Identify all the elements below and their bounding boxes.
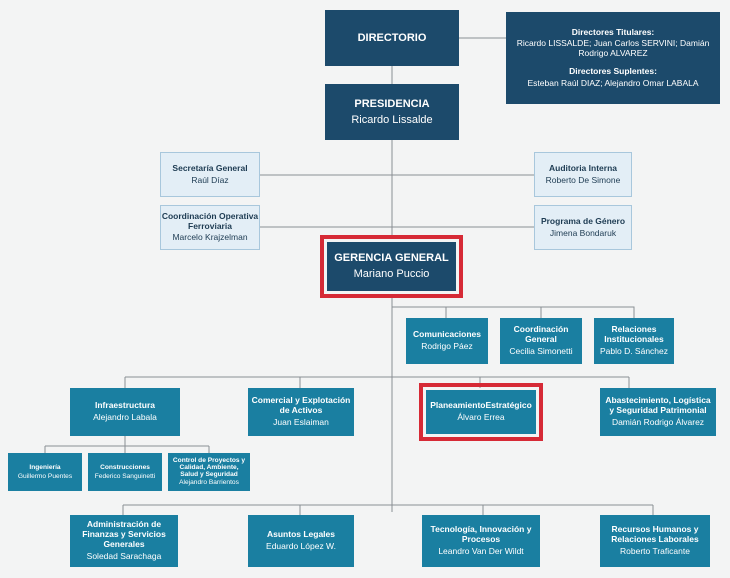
titulares-names: Ricardo LISSALDE; Juan Carlos SERVINI; D… xyxy=(516,38,710,59)
ingenieria-title: Ingeniería xyxy=(29,463,61,471)
administracion-name: Soledad Sarachaga xyxy=(86,550,162,561)
relaciones-institucionales-name: Pablo D. Sánchez xyxy=(599,345,669,356)
asuntos-legales-title: Asuntos Legales xyxy=(266,529,336,540)
administracion-box: Administración de Finanzas y Servicios G… xyxy=(70,515,178,567)
comunicaciones-title: Comunicaciones xyxy=(412,329,482,340)
tecnologia-title: Tecnología, Innovación y Procesos xyxy=(430,524,532,545)
control-proyectos-title: Control de Proyectos y Calidad, Ambiente… xyxy=(172,456,246,478)
comunicaciones-box: Comunicaciones Rodrigo Páez xyxy=(406,318,488,364)
presidencia-box: PRESIDENCIA Ricardo Lissalde xyxy=(325,84,459,140)
planeamiento-title: PlaneamientoEstratégico xyxy=(430,400,532,411)
coordinacion-general-name: Cecilia Simonetti xyxy=(509,345,573,356)
genero-box: Programa de Género Jimena Bondaruk xyxy=(534,205,632,250)
relaciones-institucionales-title: Relaciones Institucionales xyxy=(604,324,664,345)
genero-name: Jimena Bondaruk xyxy=(549,227,617,238)
asuntos-legales-box: Asuntos Legales Eduardo López W. xyxy=(248,515,354,567)
suplentes-title: Directores Suplentes: xyxy=(569,65,657,76)
infraestructura-box: Infraestructura Alejandro Labala xyxy=(70,388,180,436)
coordinacion-ferroviaria-name: Marcelo Krajzelman xyxy=(172,232,248,243)
recursos-humanos-name: Roberto Traficante xyxy=(620,545,690,556)
recursos-humanos-box: Recursos Humanos y Relaciones Laborales … xyxy=(600,515,710,567)
comercial-box: Comercial y Explotación de Activos Juan … xyxy=(248,388,354,436)
infraestructura-name: Alejandro Labala xyxy=(93,412,157,422)
auditoria-name: Roberto De Simone xyxy=(545,174,621,185)
abastecimiento-title: Abastecimiento, Logística y Seguridad Pa… xyxy=(605,395,711,416)
presidencia-name: Ricardo Lissalde xyxy=(351,113,433,126)
tecnologia-box: Tecnología, Innovación y Procesos Leandr… xyxy=(422,515,540,567)
coordinacion-general-title: Coordinación General xyxy=(513,324,569,345)
administracion-title: Administración de Finanzas y Servicios G… xyxy=(82,519,166,549)
secretaria-name: Raúl Díaz xyxy=(191,174,229,185)
construcciones-name: Federico Sanguinetti xyxy=(94,472,156,480)
titulares-title: Directores Titulares: xyxy=(571,26,655,37)
tecnologia-name: Leandro Van Der Wildt xyxy=(438,545,524,556)
comercial-name: Juan Eslaiman xyxy=(273,416,329,427)
recursos-humanos-title: Recursos Humanos y Relaciones Laborales xyxy=(611,524,699,545)
relaciones-institucionales-box: Relaciones Institucionales Pablo D. Sánc… xyxy=(594,318,674,364)
suplentes-names: Esteban Raúl DIAZ; Alejandro Omar LABALA xyxy=(527,77,699,88)
secretaria-box: Secretaría General Raúl Díaz xyxy=(160,152,260,197)
construcciones-box: Construcciones Federico Sanguinetti xyxy=(88,453,162,491)
gerencia-general-box: GERENCIA GENERAL Mariano Puccio xyxy=(320,235,463,298)
auditoria-title: Auditoria Interna xyxy=(548,162,617,173)
comunicaciones-name: Rodrigo Páez xyxy=(421,341,473,351)
directorio-box: DIRECTORIO xyxy=(325,10,459,66)
directors-box: Directores Titulares: Ricardo LISSALDE; … xyxy=(506,12,720,104)
infraestructura-title: Infraestructura xyxy=(95,400,155,411)
gerencia-title: GERENCIA GENERAL xyxy=(334,252,449,265)
secretaria-title: Secretaría General xyxy=(172,162,248,173)
planeamiento-box: PlaneamientoEstratégico Álvaro Errea xyxy=(419,383,543,441)
gerencia-name: Mariano Puccio xyxy=(353,268,430,280)
ingenieria-name: Guillermo Puentes xyxy=(17,472,73,480)
asuntos-legales-name: Eduardo López W. xyxy=(266,541,336,551)
presidencia-title: PRESIDENCIA xyxy=(354,97,430,110)
coordinacion-general-box: Coordinación General Cecilia Simonetti xyxy=(500,318,582,364)
coordinacion-ferroviaria-title: Coordinación Operativa Ferroviaria xyxy=(161,210,259,231)
auditoria-box: Auditoria Interna Roberto De Simone xyxy=(534,152,632,197)
coordinacion-ferroviaria-box: Coordinación Operativa Ferroviaria Marce… xyxy=(160,205,260,250)
directorio-title: DIRECTORIO xyxy=(357,31,427,44)
ingenieria-box: Ingeniería Guillermo Puentes xyxy=(8,453,82,491)
construcciones-title: Construcciones xyxy=(100,463,150,471)
control-proyectos-box: Control de Proyectos y Calidad, Ambiente… xyxy=(168,453,250,491)
abastecimiento-name: Damián Rodrigo Álvarez xyxy=(611,416,705,427)
genero-title: Programa de Género xyxy=(540,215,626,226)
control-proyectos-name: Alejandro Barrientos xyxy=(179,478,239,486)
planeamiento-name: Álvaro Errea xyxy=(457,412,505,422)
comercial-title: Comercial y Explotación de Activos xyxy=(251,395,351,416)
abastecimiento-box: Abastecimiento, Logística y Seguridad Pa… xyxy=(600,388,716,436)
